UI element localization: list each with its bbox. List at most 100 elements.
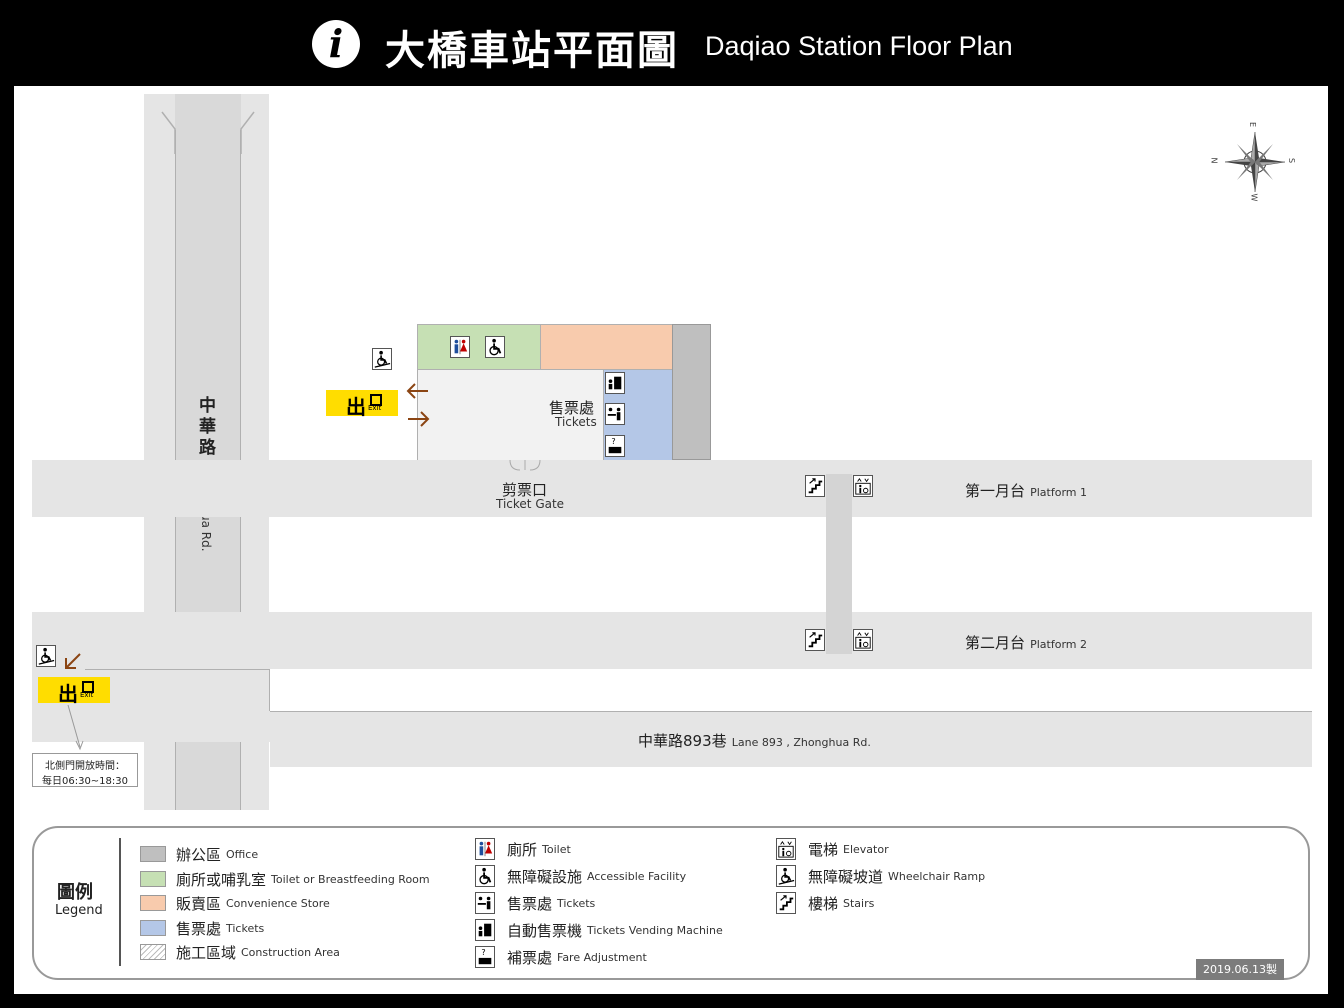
exit-label-en: Exit: [80, 691, 94, 699]
page-title-zh: 大橋車站平面圖: [385, 28, 679, 74]
exit-square-icon: [82, 681, 94, 693]
legend-area-label-zh: 廁所或哺乳室: [176, 870, 267, 889]
ticket-office-label-zh: 售票處: [549, 399, 595, 417]
road-edge: [85, 669, 269, 670]
road-label-zhonghua-zh: 中華路: [199, 396, 216, 458]
legend-area-label-en: Convenience Store: [226, 897, 330, 910]
legend-area-label-zh: 販賣區: [176, 895, 222, 913]
road-edge: [269, 669, 270, 711]
stairs-icon: [805, 629, 825, 651]
legend-swatch: [140, 846, 166, 862]
legend-title-en: Legend: [55, 903, 103, 918]
exit-square-icon: [370, 394, 382, 406]
vending-machine-icon: [605, 372, 625, 394]
ticket-gate-label-en: Ticket Gate: [496, 497, 565, 511]
page-title-en: Daqiao Station Floor Plan: [705, 31, 1013, 61]
legend-item-label-zh: 無障礙坡道: [808, 868, 884, 886]
legend-item-label-en: Tickets Vending Machine: [587, 924, 723, 937]
lane-label: 中華路893巷 Lane 893 , Zhonghua Rd.: [638, 730, 871, 751]
legend-area-label-en: Tickets: [226, 921, 265, 935]
compass-south-label: S: [1287, 157, 1297, 164]
elevator-icon: [776, 838, 796, 860]
legend-panel: [32, 826, 1310, 980]
underpass-corridor: [826, 474, 852, 654]
legend-area-label-zh: 辦公區: [176, 846, 222, 864]
callout-pointer: [67, 704, 84, 751]
gate-hours-line2: 每日06:30~18:30: [41, 776, 128, 787]
wheelchair-ramp-icon: [776, 865, 796, 887]
exit-sign-north: 出 Exit: [326, 390, 398, 419]
platform2-area: [32, 612, 1312, 669]
road-edge-lines: [161, 111, 255, 154]
legend-item-label-en: Fare Adjustment: [557, 951, 647, 964]
legend-area-label-en: Toilet or Breastfeeding Room: [271, 872, 430, 886]
legend-item-label-en: Stairs: [843, 897, 875, 910]
ticket-gate-icon: [509, 460, 541, 471]
info-icon: i: [312, 20, 360, 68]
platform1-label-zh: 第一月台: [965, 482, 1026, 500]
legend-item-label-zh: 自動售票機: [507, 922, 583, 940]
legend-item-label-zh: 樓梯: [808, 895, 839, 913]
stairs-icon: [805, 475, 825, 497]
legend-swatch: [140, 944, 166, 960]
legend-title-zh: 圖例: [57, 882, 93, 903]
legend-swatch: [140, 870, 166, 887]
legend-item-label-zh: 電梯: [808, 841, 839, 859]
ticket-office-label-en: Tickets: [555, 415, 597, 429]
lane-label-zh: 中華路893巷: [638, 732, 727, 750]
toilet-icon: [450, 336, 470, 358]
platform2-label-zh: 第二月台: [965, 634, 1026, 652]
legend-item-label-zh: 無障礙設施: [507, 868, 583, 886]
toilet-room: [417, 324, 541, 370]
legend-item-label-en: Elevator: [843, 843, 889, 856]
exit-label-zh: 出: [58, 682, 78, 706]
legend-item-label-zh: 廁所: [507, 841, 538, 859]
svg-text:?: ?: [481, 947, 485, 957]
platform1-label: 第一月台 Platform 1: [965, 480, 1087, 501]
lane-label-en: Lane 893 , Zhonghua Rd.: [731, 736, 871, 749]
platform2-label: 第二月台 Platform 2: [965, 632, 1087, 653]
compass-east-label: E: [1248, 121, 1258, 128]
legend-item-label-en: Tickets: [557, 897, 596, 910]
compass-icon: [1224, 131, 1286, 193]
lane-893: [270, 711, 1312, 767]
legend-divider: [119, 838, 121, 966]
compass-north-label: N: [1209, 157, 1219, 164]
office-area: [672, 324, 711, 460]
legend-swatch: [140, 919, 166, 936]
convenience-store: [540, 324, 673, 370]
north-gate-hours-note: 北側門開放時間： 每日06:30~18:30: [32, 753, 138, 787]
ticket-counter-icon: [475, 892, 495, 914]
exit-arrows: [406, 383, 430, 427]
platform1-label-en: Platform 1: [1030, 486, 1087, 499]
elevator-icon: [853, 475, 873, 497]
legend-area-label-en: Construction Area: [241, 946, 340, 959]
legend-item-label-en: Toilet: [542, 843, 571, 856]
legend-area-label-zh: 施工區域: [176, 944, 237, 962]
toilet-icon: [475, 838, 495, 860]
legend-item-label-zh: 補票處: [507, 949, 553, 967]
wheelchair-ramp-icon: [36, 645, 56, 667]
header-bar: [0, 0, 1344, 86]
platform1-area: [32, 460, 1312, 517]
compass-west-label: W: [1249, 193, 1259, 202]
legend-item-label-en: Accessible Facility: [587, 870, 687, 883]
exit-label-en: Exit: [368, 404, 382, 412]
elevator-icon: [853, 629, 873, 651]
legend-swatch: [140, 895, 166, 911]
ticket-counter-icon: [605, 403, 625, 425]
legend-area-label-en: Office: [226, 848, 259, 861]
accessible-icon: [485, 336, 505, 358]
fare-adjustment-icon: ?: [605, 435, 625, 457]
exit-label-zh: 出: [346, 395, 366, 419]
platform2-label-en: Platform 2: [1030, 638, 1087, 651]
date-stamp: 2019.06.13製: [1196, 959, 1284, 980]
wheelchair-ramp-icon: [372, 348, 392, 370]
accessible-icon: [475, 865, 495, 887]
stairs-icon: [776, 892, 796, 914]
ticket-gate-label-zh: 剪票口: [502, 481, 548, 499]
vending-machine-icon: [475, 919, 495, 941]
legend-item-label-zh: 售票處: [507, 895, 553, 913]
exit-arrow-sw: [65, 653, 81, 669]
gate-hours-line1: 北側門開放時間：: [45, 761, 125, 772]
